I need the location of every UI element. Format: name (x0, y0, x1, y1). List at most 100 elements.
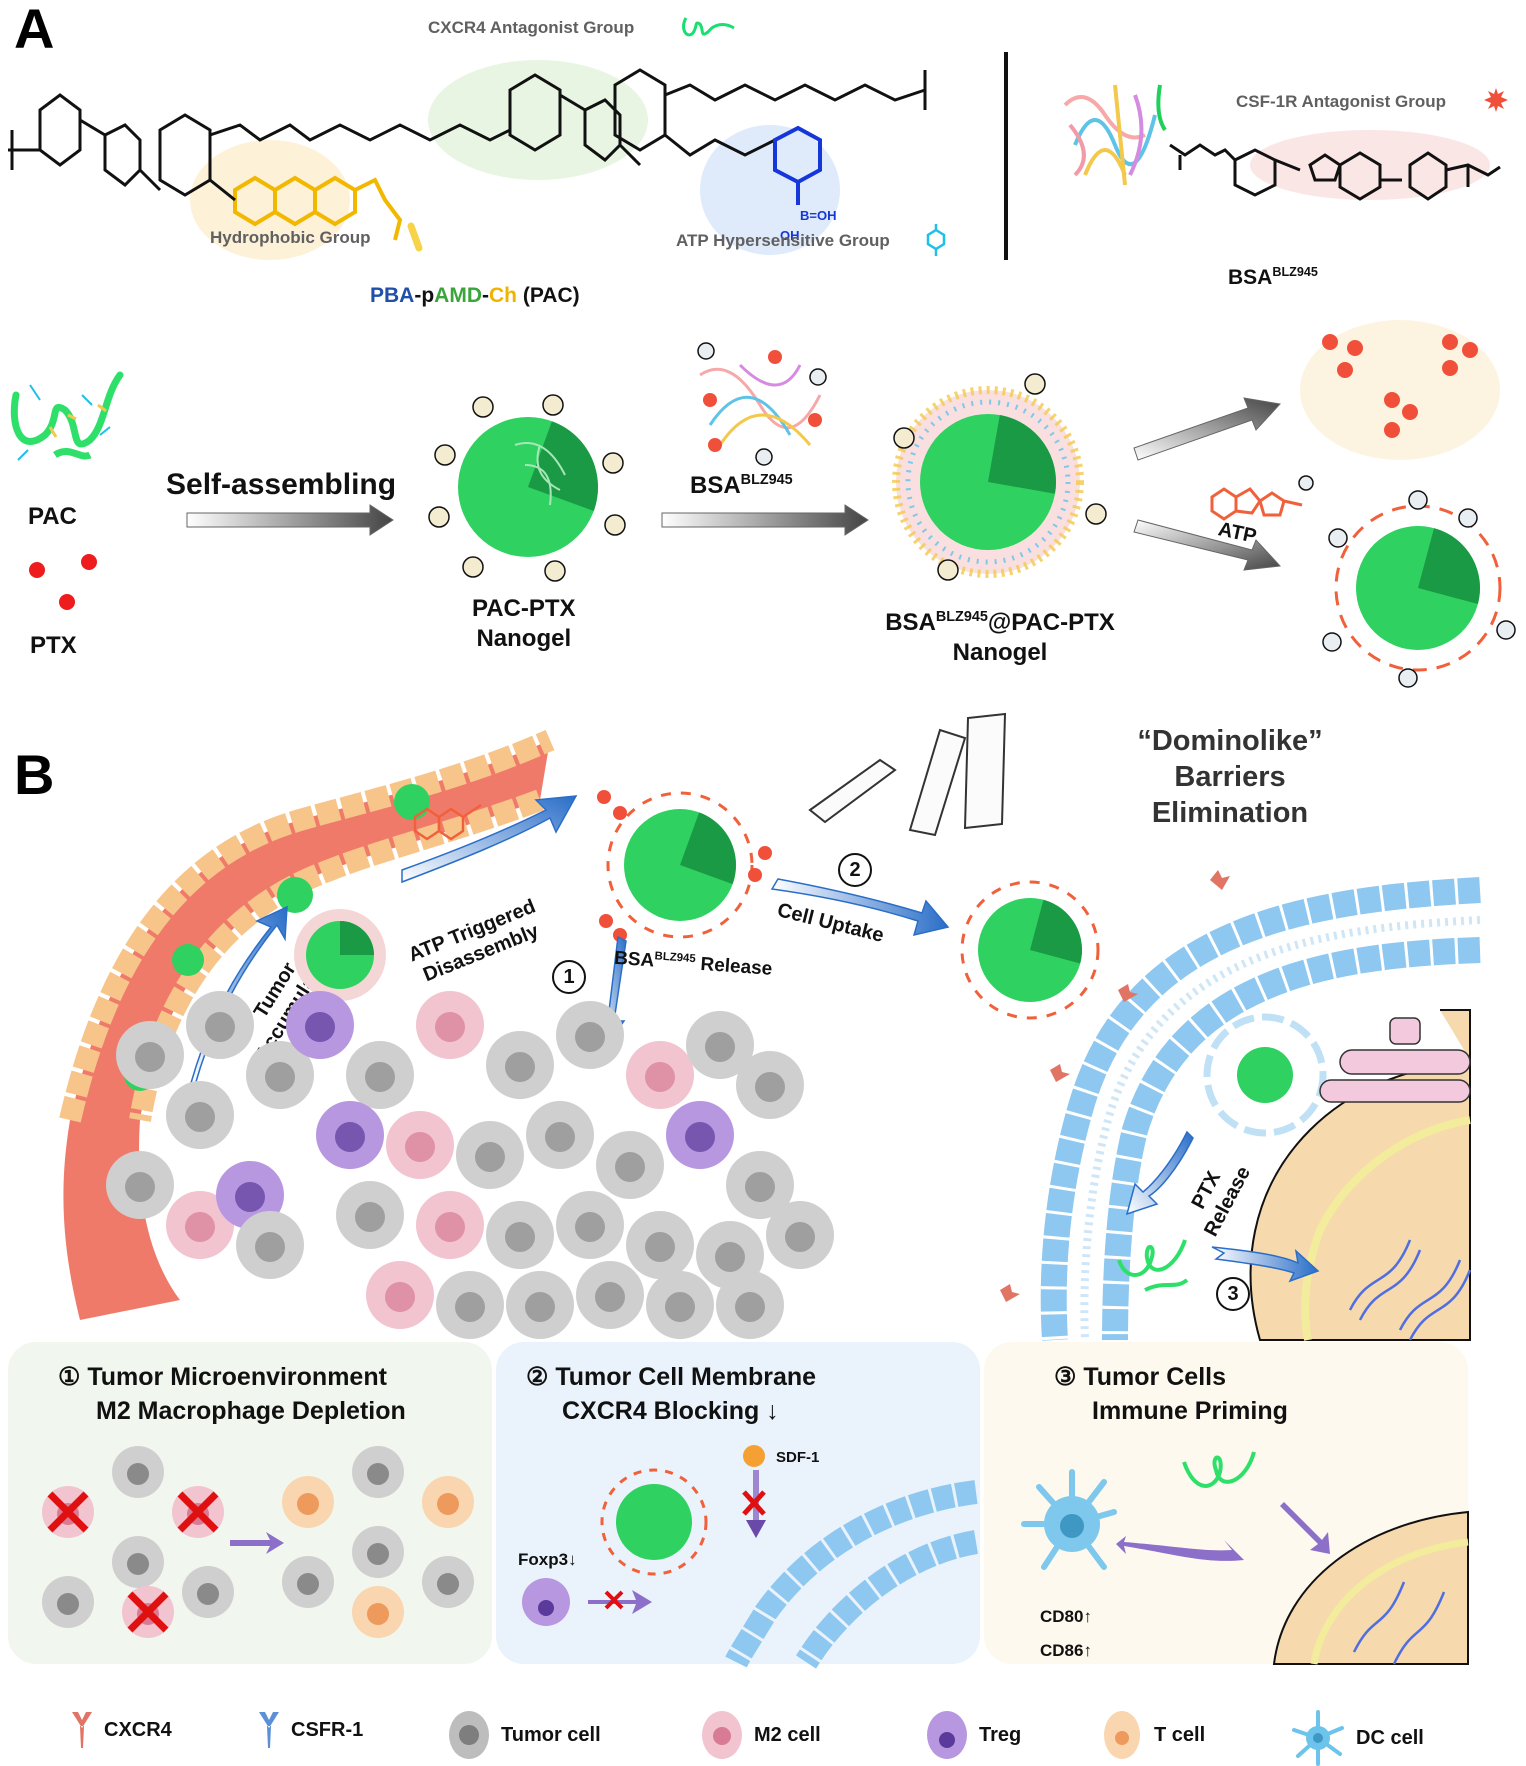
legend-label-m2-cell: M2 cell (754, 1723, 821, 1746)
svg-text:OH: OH (780, 228, 800, 243)
pac-ptx-line1: PAC-PTX (472, 595, 576, 622)
m2-cell (172, 1486, 224, 1538)
blz945-structure (1169, 130, 1501, 201)
cd86-up-arrow-icon: ↑ (1083, 1641, 1092, 1660)
legend-item-tumor-cell: Tumor cell (447, 1710, 601, 1760)
atp-hypersensitive-label: ATP Hypersensitive Group (676, 231, 890, 250)
m2-cell (122, 1586, 174, 1638)
box2-title: ② Tumor Cell Membrane CXCR4 Blocking ↓ (526, 1360, 816, 1428)
step-2-badge: 2 (838, 853, 872, 887)
tumor-cell (166, 1081, 234, 1149)
bsa-coated-nanogel-icon (892, 373, 1107, 581)
bsa-blz945-cluster-icon (697, 342, 827, 466)
ptx-release-arrow (1125, 1130, 1194, 1216)
pac-polymer-structure: B=OH OH (8, 60, 927, 260)
coated-line1: BSABLZ945@PAC-PTX (880, 602, 1120, 638)
tumor-cell (246, 1041, 314, 1109)
csf1r-antagonist-label: CSF-1R Antagonist Group (1236, 92, 1446, 111)
sdf1-label: SDF-1 (776, 1449, 820, 1466)
tumor-cell (486, 1201, 554, 1269)
bsa-step-sup: BLZ945 (740, 472, 793, 488)
box1-title: ① Tumor Microenvironment M2 Macrophage D… (58, 1360, 406, 1428)
tumor-tissue-cells (106, 991, 834, 1339)
m2-depletion-illustration (42, 1446, 474, 1638)
box2-line1: Tumor Cell Membrane (555, 1363, 817, 1391)
atp-triggered-arrow (401, 795, 578, 884)
cxcr4-squiggle-icon (682, 17, 735, 37)
depletion-cross-icon (47, 1491, 89, 1533)
tumor-cell (456, 1121, 524, 1189)
m2-cell (416, 1191, 484, 1259)
tumor-cell (106, 1151, 174, 1219)
ptx-drug-dots-icon (29, 554, 97, 610)
tumor-cell (182, 1566, 234, 1618)
cd-markers: CD80↑ CD86↑ (1040, 1600, 1092, 1668)
atp-diverging-arrows (1133, 397, 1282, 571)
pac-label: PAC (28, 503, 77, 530)
immune-priming-arrow (1211, 1246, 1320, 1283)
tumor-cell (116, 1021, 184, 1089)
legend-item-dc-cell: DC cell (1290, 1710, 1424, 1766)
tumor-nanogel-icon (294, 909, 386, 1001)
tumor-cell (766, 1201, 834, 1269)
membrane-nanogel-icon (960, 880, 1100, 1020)
domino-blocks-icon (808, 712, 1007, 837)
tumor-cell-icon (449, 1711, 489, 1759)
coated-line2: Nanogel (952, 639, 1048, 666)
m2-cell-icon (702, 1711, 742, 1759)
cell-membrane-bilayer (1000, 870, 1481, 1341)
pac-ptx-nanogel-label: PAC-PTX Nanogel (472, 594, 576, 654)
t-cell (422, 1476, 474, 1528)
box-m2-depletion: ① Tumor Microenvironment M2 Macrophage D… (8, 1342, 492, 1664)
tumor-cell (236, 1211, 304, 1279)
bsa-coating-arrow (661, 504, 869, 536)
m2-cell (416, 991, 484, 1059)
m2-cell (166, 1191, 234, 1259)
bsa-blz945-name: BSABLZ945 (1228, 265, 1318, 290)
legend-label-tumor-cell: Tumor cell (501, 1723, 601, 1746)
tumor-cell (556, 1001, 624, 1069)
tumor-cell (112, 1536, 164, 1588)
box3-line1: Tumor Cells (1083, 1363, 1226, 1391)
panel-a-divider (1004, 52, 1008, 260)
panel-b-letter: B (14, 743, 55, 806)
box-cxcr4-blocking: ② Tumor Cell Membrane CXCR4 Blocking ↓ S… (496, 1342, 980, 1669)
treg-cell (286, 991, 354, 1059)
dc-cell-icon (1292, 1710, 1344, 1766)
legend-label-csfr1: CSFR-1 (291, 1718, 364, 1741)
bsa-name-sup: BLZ945 (1272, 265, 1318, 279)
m2-cell (42, 1486, 94, 1538)
bsa-step-label: BSABLZ945 (690, 472, 793, 500)
tumor-cell (112, 1446, 164, 1498)
pac-name-abbr: (PAC) (517, 284, 580, 307)
cd86-label: CD86 (1040, 1641, 1084, 1660)
tumor-cell (506, 1271, 574, 1339)
step-3-badge: 3 (1216, 1277, 1250, 1311)
tumor-cell (186, 991, 254, 1059)
step-1-badge: 1 (552, 960, 586, 994)
m2-cell (626, 1041, 694, 1109)
legend-item-treg: Treg (925, 1710, 1021, 1760)
release-sup: BLZ945 (654, 950, 697, 966)
tumor-cell (352, 1446, 404, 1498)
pac-ptx-nanogel-icon (428, 394, 626, 582)
cell-uptake-arrow (770, 878, 950, 937)
bsa-coated-nanogel-label: BSABLZ945@PAC-PTX Nanogel (880, 602, 1120, 668)
pac-name-amd: AMD (434, 284, 482, 307)
pac-polymer-name: PBA-pAMD-Ch (PAC) (370, 284, 580, 308)
hydrophobic-highlight (190, 140, 350, 260)
tumor-cell (686, 1011, 754, 1079)
immune-priming-illustration (1021, 1451, 1469, 1665)
tumor-cell-nucleus (1249, 1009, 1472, 1341)
self-assembling-label: Self-assembling (166, 468, 397, 501)
cd80-label: CD80 (1040, 1607, 1084, 1626)
legend-label-treg: Treg (979, 1723, 1022, 1746)
domino-line1: “Dominolike” Barriers (1137, 725, 1323, 793)
domino-title: “Dominolike” Barriers Elimination (1080, 723, 1380, 831)
box3-line2: Immune Priming (1092, 1397, 1288, 1425)
bsa-step-text: BSA (690, 472, 741, 499)
depletion-cross-icon (177, 1491, 219, 1533)
foxp3-label: Foxp3↓ (518, 1550, 577, 1570)
svg-text:B=OH: B=OH (800, 208, 836, 223)
box1-line1: Tumor Microenvironment (87, 1363, 387, 1391)
